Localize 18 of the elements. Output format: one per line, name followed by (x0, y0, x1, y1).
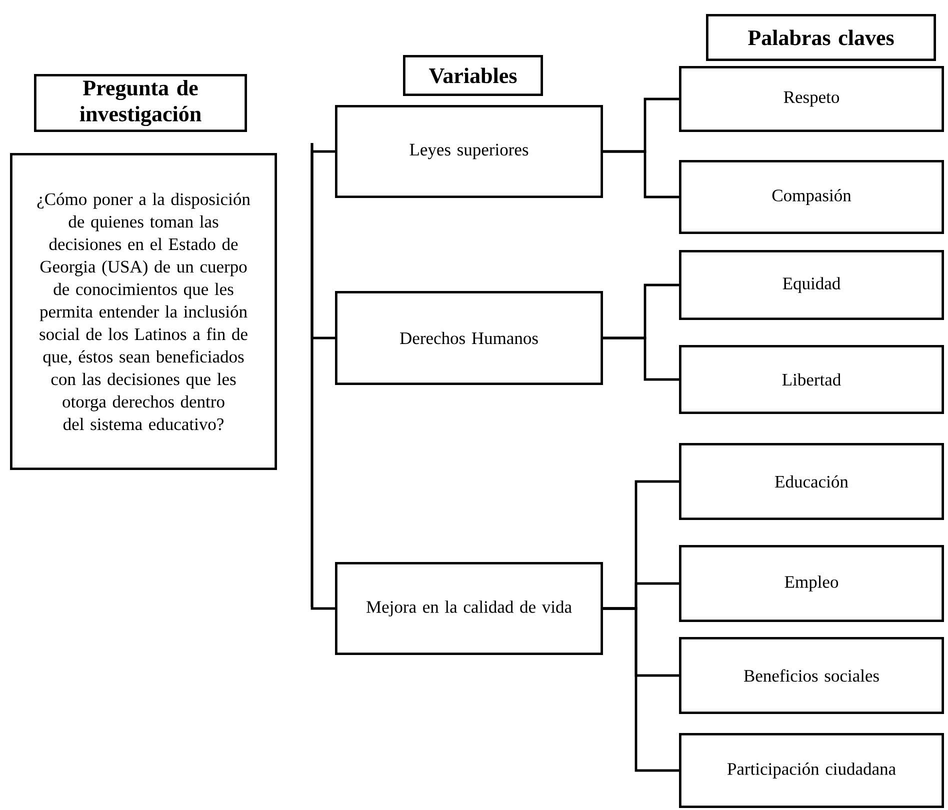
connector-line (603, 336, 679, 381)
text-box: Educación (679, 443, 944, 520)
text-box: Beneficios sociales (679, 637, 944, 714)
text-box: Equidad (679, 250, 944, 320)
text-box: Libertad (679, 345, 944, 414)
connector-line (603, 150, 679, 198)
text-box: Compasión (679, 160, 944, 234)
question-box: ¿Cómo poner a la disposición de quienes toman las decisiones en el Estado de Georgia (USA) de un cuerpo de conocimientos que les permita entender la inclusión social de los Latinos a fin de que, éstos sean beneficiados con las decisiones que les otorga derechos dentro del sistema educativo? (10, 153, 277, 470)
text-box: Respeto (679, 66, 944, 132)
text-box: Participación ciudadana (679, 733, 944, 808)
text-box: Mejora en la calidad de vida (335, 562, 603, 655)
text-box: Empleo (679, 545, 944, 622)
text-box: Derechos Humanos (335, 291, 603, 385)
heading-box: Pregunta de investigación (34, 74, 247, 132)
connector-line (603, 607, 679, 772)
text-box: Leyes superiores (335, 105, 603, 198)
heading-box: Variables (403, 55, 543, 96)
heading-box: Palabras claves (706, 14, 936, 61)
